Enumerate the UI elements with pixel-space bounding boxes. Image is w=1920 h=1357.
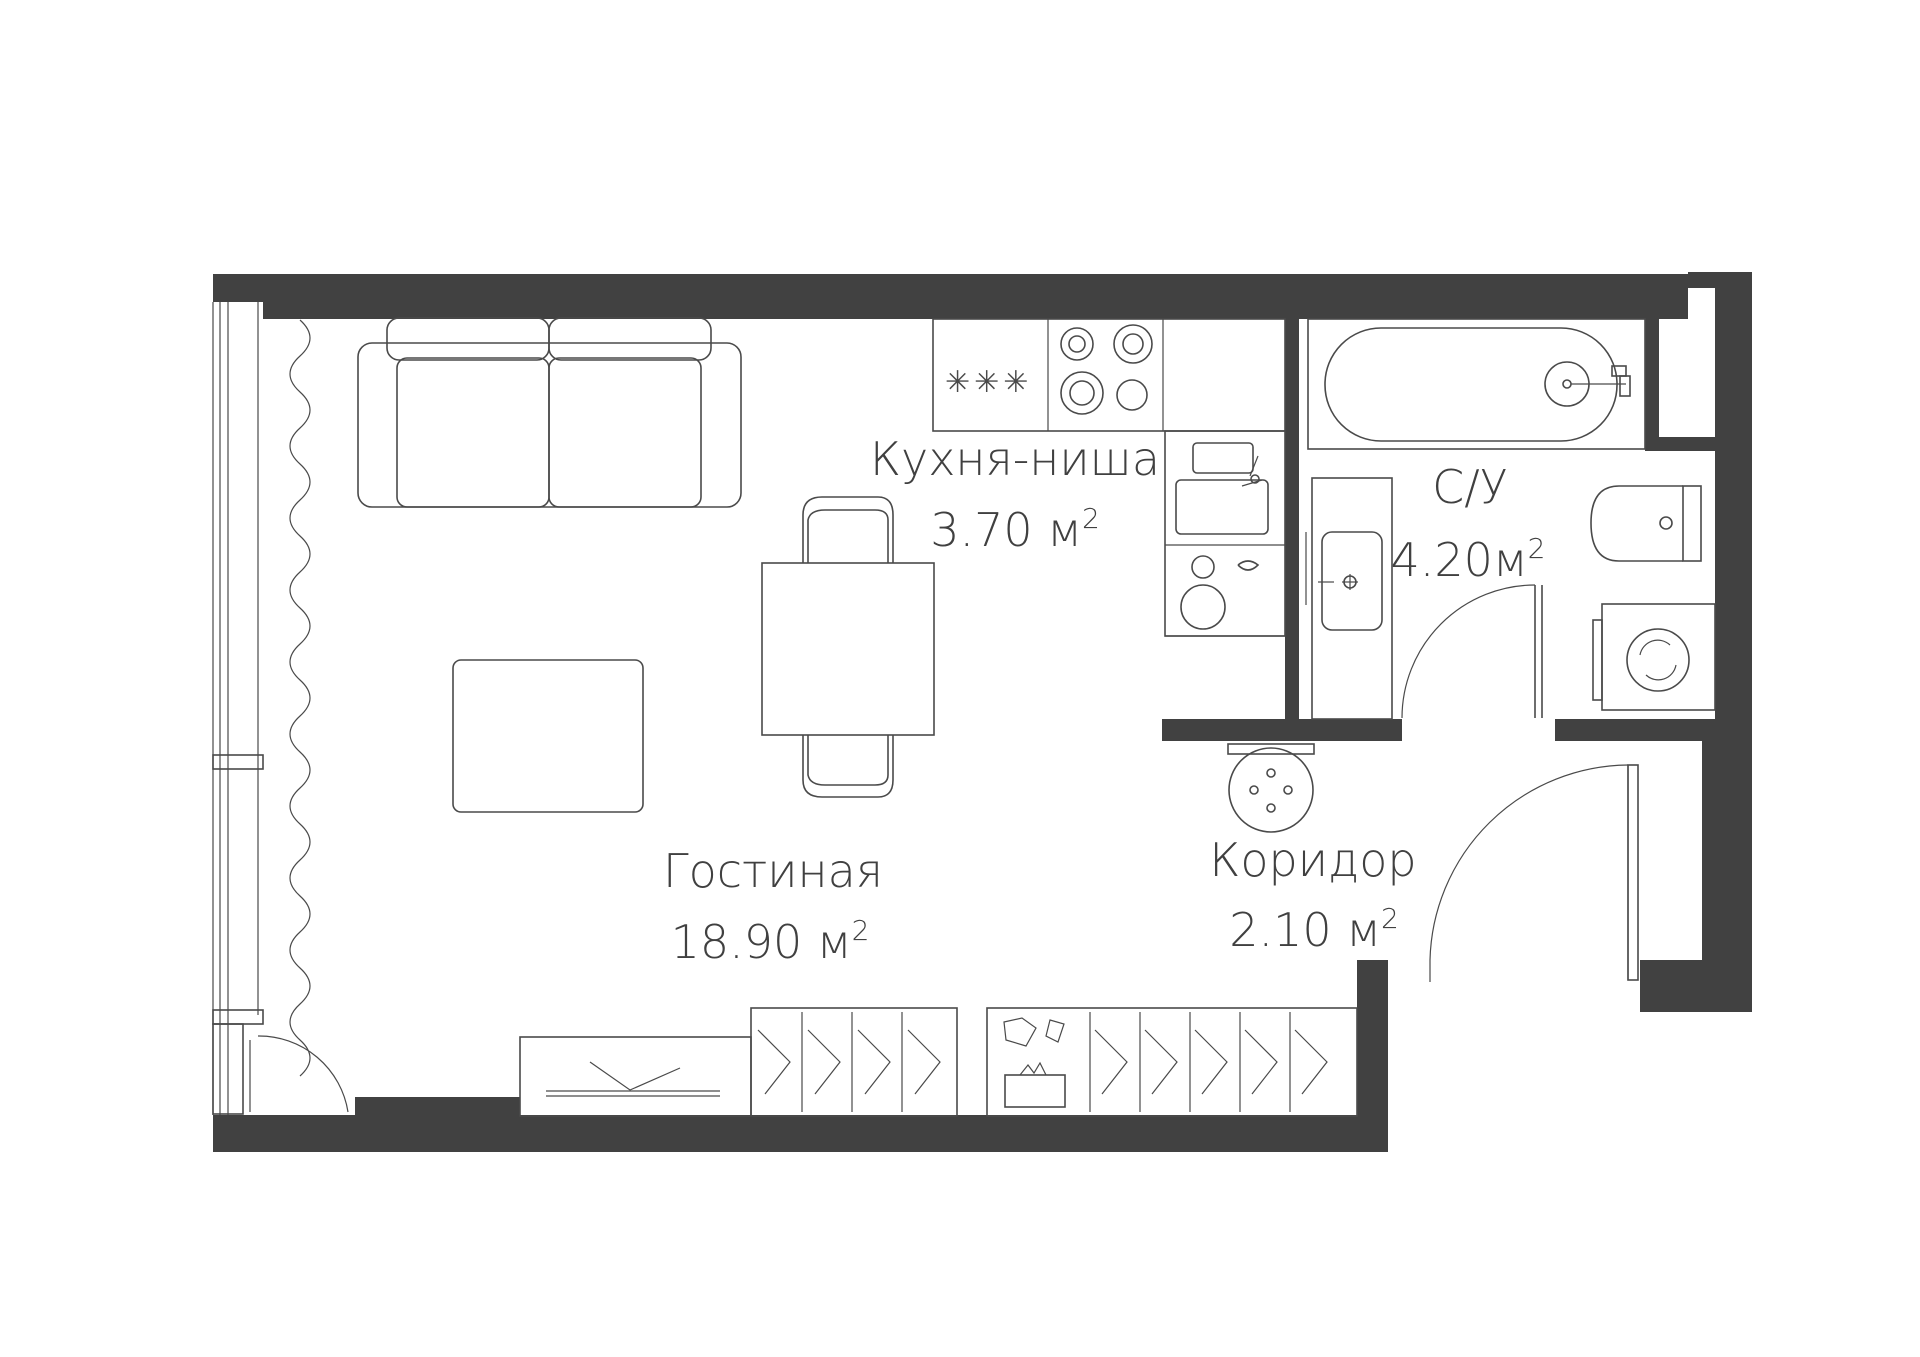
entrance-door: [1429, 764, 1639, 982]
hood-icon: ✳✳✳: [945, 365, 1032, 400]
room-label-bathroom: С/У 4.20м2: [1391, 460, 1546, 587]
room-name: Коридор: [1209, 833, 1416, 887]
kitchen-sink-icon: [1175, 442, 1269, 535]
room-area: 2.10 м: [1229, 903, 1381, 957]
room-label-living: Гостиная 18.90 м2: [663, 844, 883, 969]
sofa: [357, 317, 742, 508]
room-area: 3.70 м: [930, 503, 1082, 557]
wardrobe-left: [750, 1007, 958, 1117]
walls: [213, 272, 1752, 1152]
stool-icon: [1227, 743, 1315, 833]
window-wall: [212, 302, 349, 1115]
bathroom-door: [1401, 584, 1543, 719]
svg-text:3.70 м2: 3.70 м2: [930, 502, 1100, 557]
room-area: 4.20м: [1391, 533, 1528, 587]
room-name: Кухня-ниша: [870, 432, 1160, 486]
svg-text:18.90 м2: 18.90 м2: [671, 914, 870, 969]
room-name: Гостиная: [663, 844, 883, 898]
washing-machine-icon: [1592, 603, 1716, 711]
bathroom-sink: [1305, 477, 1393, 720]
svg-text:4.20м2: 4.20м2: [1391, 532, 1546, 587]
dining-set: [761, 496, 935, 798]
area-unit-superscript: 2: [852, 914, 870, 947]
svg-text:2.10 м2: 2.10 м2: [1229, 902, 1399, 957]
room-area: 18.90 м: [671, 915, 852, 969]
stove-icon: [1060, 324, 1153, 415]
area-unit-superscript: 2: [1082, 502, 1100, 535]
svg-text:✳✳✳: ✳✳✳: [945, 365, 1032, 400]
bathtub: [1307, 318, 1646, 450]
shoe-cabinet: [519, 1036, 752, 1117]
dishwasher-icon: [1180, 555, 1260, 630]
room-label-kitchen: Кухня-ниша 3.70 м2: [870, 432, 1160, 557]
kitchen-counter: ✳✳✳: [932, 318, 1286, 637]
toilet-icon: [1590, 485, 1702, 562]
area-unit-superscript: 2: [1528, 532, 1546, 565]
wardrobe-right: [986, 1007, 1358, 1117]
area-unit-superscript: 2: [1381, 902, 1399, 935]
room-label-corridor: Коридор 2.10 м2: [1209, 833, 1416, 957]
coffee-table: [452, 659, 644, 813]
room-name: С/У: [1432, 460, 1508, 514]
